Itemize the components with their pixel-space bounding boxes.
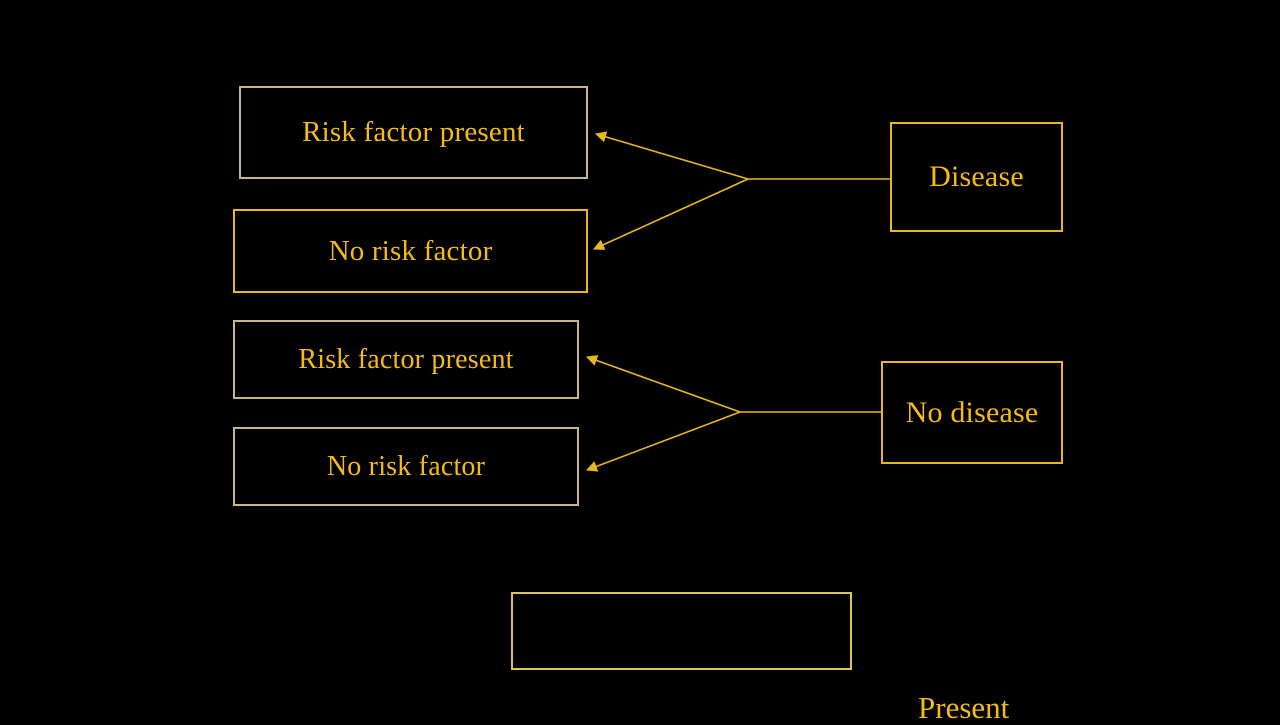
node-no-disease[interactable]: No disease [881, 361, 1063, 464]
connector-disease-to-no-risk [592, 178, 749, 250]
node-no-risk-factor-no-disease[interactable]: No risk factor [233, 427, 579, 506]
node-label: Risk factor present [298, 343, 514, 375]
node-empty-placeholder[interactable] [511, 592, 852, 670]
node-risk-factor-present-no-disease[interactable]: Risk factor present [233, 320, 579, 399]
connector-no-disease-to-no-risk [585, 411, 741, 472]
connector-disease-fork [592, 131, 890, 250]
node-risk-factor-present-disease[interactable]: Risk factor present [239, 86, 588, 179]
node-label: No risk factor [326, 450, 486, 482]
node-no-risk-factor-disease[interactable]: No risk factor [233, 209, 588, 293]
node-disease[interactable]: Disease [890, 122, 1063, 232]
connector-disease-to-risk-present [594, 131, 749, 180]
node-label: Disease [929, 160, 1024, 193]
node-label: No risk factor [328, 234, 493, 267]
node-label: Risk factor present [302, 116, 525, 148]
node-label: No disease [905, 395, 1039, 429]
caption-present: Present [918, 690, 1010, 725]
connector-no-disease-fork [585, 355, 881, 472]
connector-no-disease-to-risk-present [585, 355, 741, 413]
